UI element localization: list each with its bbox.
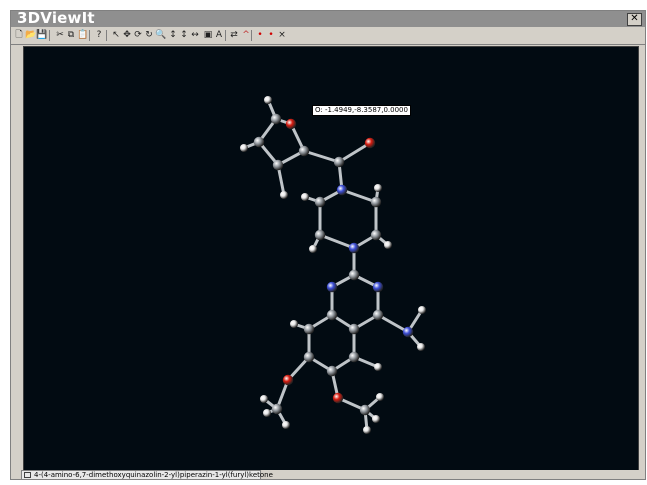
atom-h[interactable] — [372, 415, 380, 423]
toolbar-separator — [49, 30, 50, 41]
atom-h[interactable] — [376, 393, 384, 401]
atom-red-button[interactable]: • — [257, 30, 263, 40]
atom-c[interactable] — [372, 309, 384, 321]
atom-h[interactable] — [374, 184, 382, 192]
atom-n[interactable] — [336, 184, 348, 196]
atom-c[interactable] — [253, 136, 265, 148]
toolbar: 🗋📂💾✂⧉📋?↖✥⟳↻🔍↕↕↔▣A⇄^••× — [11, 27, 645, 45]
open-button[interactable]: 📂 — [25, 30, 37, 40]
atom-c[interactable] — [298, 145, 310, 157]
atom-h[interactable] — [417, 343, 425, 351]
atom-o[interactable] — [282, 374, 294, 386]
atom-o[interactable] — [364, 137, 376, 149]
save-button[interactable]: 💾 — [36, 30, 48, 40]
atom-c[interactable] — [271, 403, 283, 415]
new-button[interactable]: 🗋 — [15, 30, 23, 40]
atom-h[interactable] — [280, 191, 288, 199]
title-bar[interactable]: 3DViewIt ✕ — [11, 9, 645, 27]
atom-red2-button[interactable]: • — [268, 30, 274, 40]
toolbar-separator — [89, 30, 90, 41]
atom-c[interactable] — [326, 309, 338, 321]
atom-c[interactable] — [370, 196, 382, 208]
molecule-icon — [24, 472, 31, 478]
atom-h[interactable] — [363, 426, 371, 434]
atom-o[interactable] — [285, 118, 297, 130]
atom-h[interactable] — [309, 245, 317, 253]
window-title: 3DViewIt — [17, 9, 95, 27]
select-button[interactable]: ↖ — [112, 30, 120, 40]
clear-button[interactable]: × — [278, 30, 286, 40]
app-window: 3DViewIt ✕ 🗋📂💾✂⧉📋?↖✥⟳↻🔍↕↕↔▣A⇄^••× O: -1.… — [10, 9, 646, 480]
toolbar-separator — [106, 30, 107, 41]
cut-button[interactable]: ✂ — [56, 30, 64, 40]
atom-c[interactable] — [348, 323, 360, 335]
measure-button[interactable]: ↕ — [169, 30, 177, 40]
toolbar-separator — [251, 30, 252, 41]
atom-c[interactable] — [348, 351, 360, 363]
help-button[interactable]: ? — [96, 30, 102, 40]
atom-c[interactable] — [303, 323, 315, 335]
atom-h[interactable] — [290, 320, 298, 328]
bond — [341, 188, 377, 204]
toolbar-separator — [225, 30, 226, 41]
molecule-viewport[interactable]: O: -1.4949,-8.3587,0.0000 — [23, 46, 639, 472]
molecule-canvas[interactable] — [24, 47, 640, 473]
move-button[interactable]: ✥ — [123, 30, 131, 40]
atom-h[interactable] — [260, 395, 268, 403]
atom-h[interactable] — [263, 409, 271, 417]
atom-h[interactable] — [418, 306, 426, 314]
document-tab-label: 4-(4-amino-6,7-dimethoxyquinazolin-2-yl)… — [34, 471, 273, 479]
close-button[interactable]: ✕ — [627, 13, 642, 26]
render-button[interactable]: ▣ — [203, 30, 213, 40]
status-bar: 4-(4-amino-6,7-dimethoxyquinazolin-2-yl)… — [11, 470, 645, 479]
atom-n[interactable] — [326, 281, 338, 293]
distance-button[interactable]: ↔ — [191, 30, 199, 40]
atom-c[interactable] — [272, 159, 284, 171]
atom-h[interactable] — [384, 241, 392, 249]
document-tab[interactable]: 4-(4-amino-6,7-dimethoxyquinazolin-2-yl)… — [21, 470, 273, 479]
atom-c[interactable] — [359, 404, 371, 416]
atom-n[interactable] — [402, 326, 414, 338]
atom-c[interactable] — [326, 365, 338, 377]
bond — [377, 313, 409, 334]
atom-h[interactable] — [301, 193, 309, 201]
bond-button[interactable]: ⇄ — [230, 30, 238, 40]
atom-h[interactable] — [374, 363, 382, 371]
label-button[interactable]: A — [215, 30, 223, 40]
spin-button[interactable]: ↻ — [145, 30, 153, 40]
atom-c[interactable] — [270, 113, 282, 125]
bond — [319, 233, 355, 250]
atom-c[interactable] — [333, 156, 345, 168]
measure2-button[interactable]: ↕ — [180, 30, 188, 40]
bond — [338, 141, 371, 164]
coordinate-tooltip: O: -1.4949,-8.3587,0.0000 — [312, 105, 411, 116]
atom-c[interactable] — [314, 196, 326, 208]
atom-c[interactable] — [303, 351, 315, 363]
atom-h[interactable] — [264, 96, 272, 104]
atom-n[interactable] — [372, 281, 384, 293]
paste-button[interactable]: 📋 — [77, 30, 89, 40]
zoom-button[interactable]: 🔍 — [155, 30, 167, 40]
angle-button[interactable]: ^ — [242, 30, 250, 40]
atom-c[interactable] — [348, 269, 360, 281]
atom-c[interactable] — [370, 229, 382, 241]
bond — [303, 149, 340, 164]
atom-n[interactable] — [348, 242, 360, 254]
atom-h[interactable] — [282, 421, 290, 429]
atom-o[interactable] — [332, 392, 344, 404]
copy-button[interactable]: ⧉ — [67, 30, 75, 40]
atom-c[interactable] — [314, 229, 326, 241]
rotate-button[interactable]: ⟳ — [134, 30, 142, 40]
atom-h[interactable] — [240, 144, 248, 152]
